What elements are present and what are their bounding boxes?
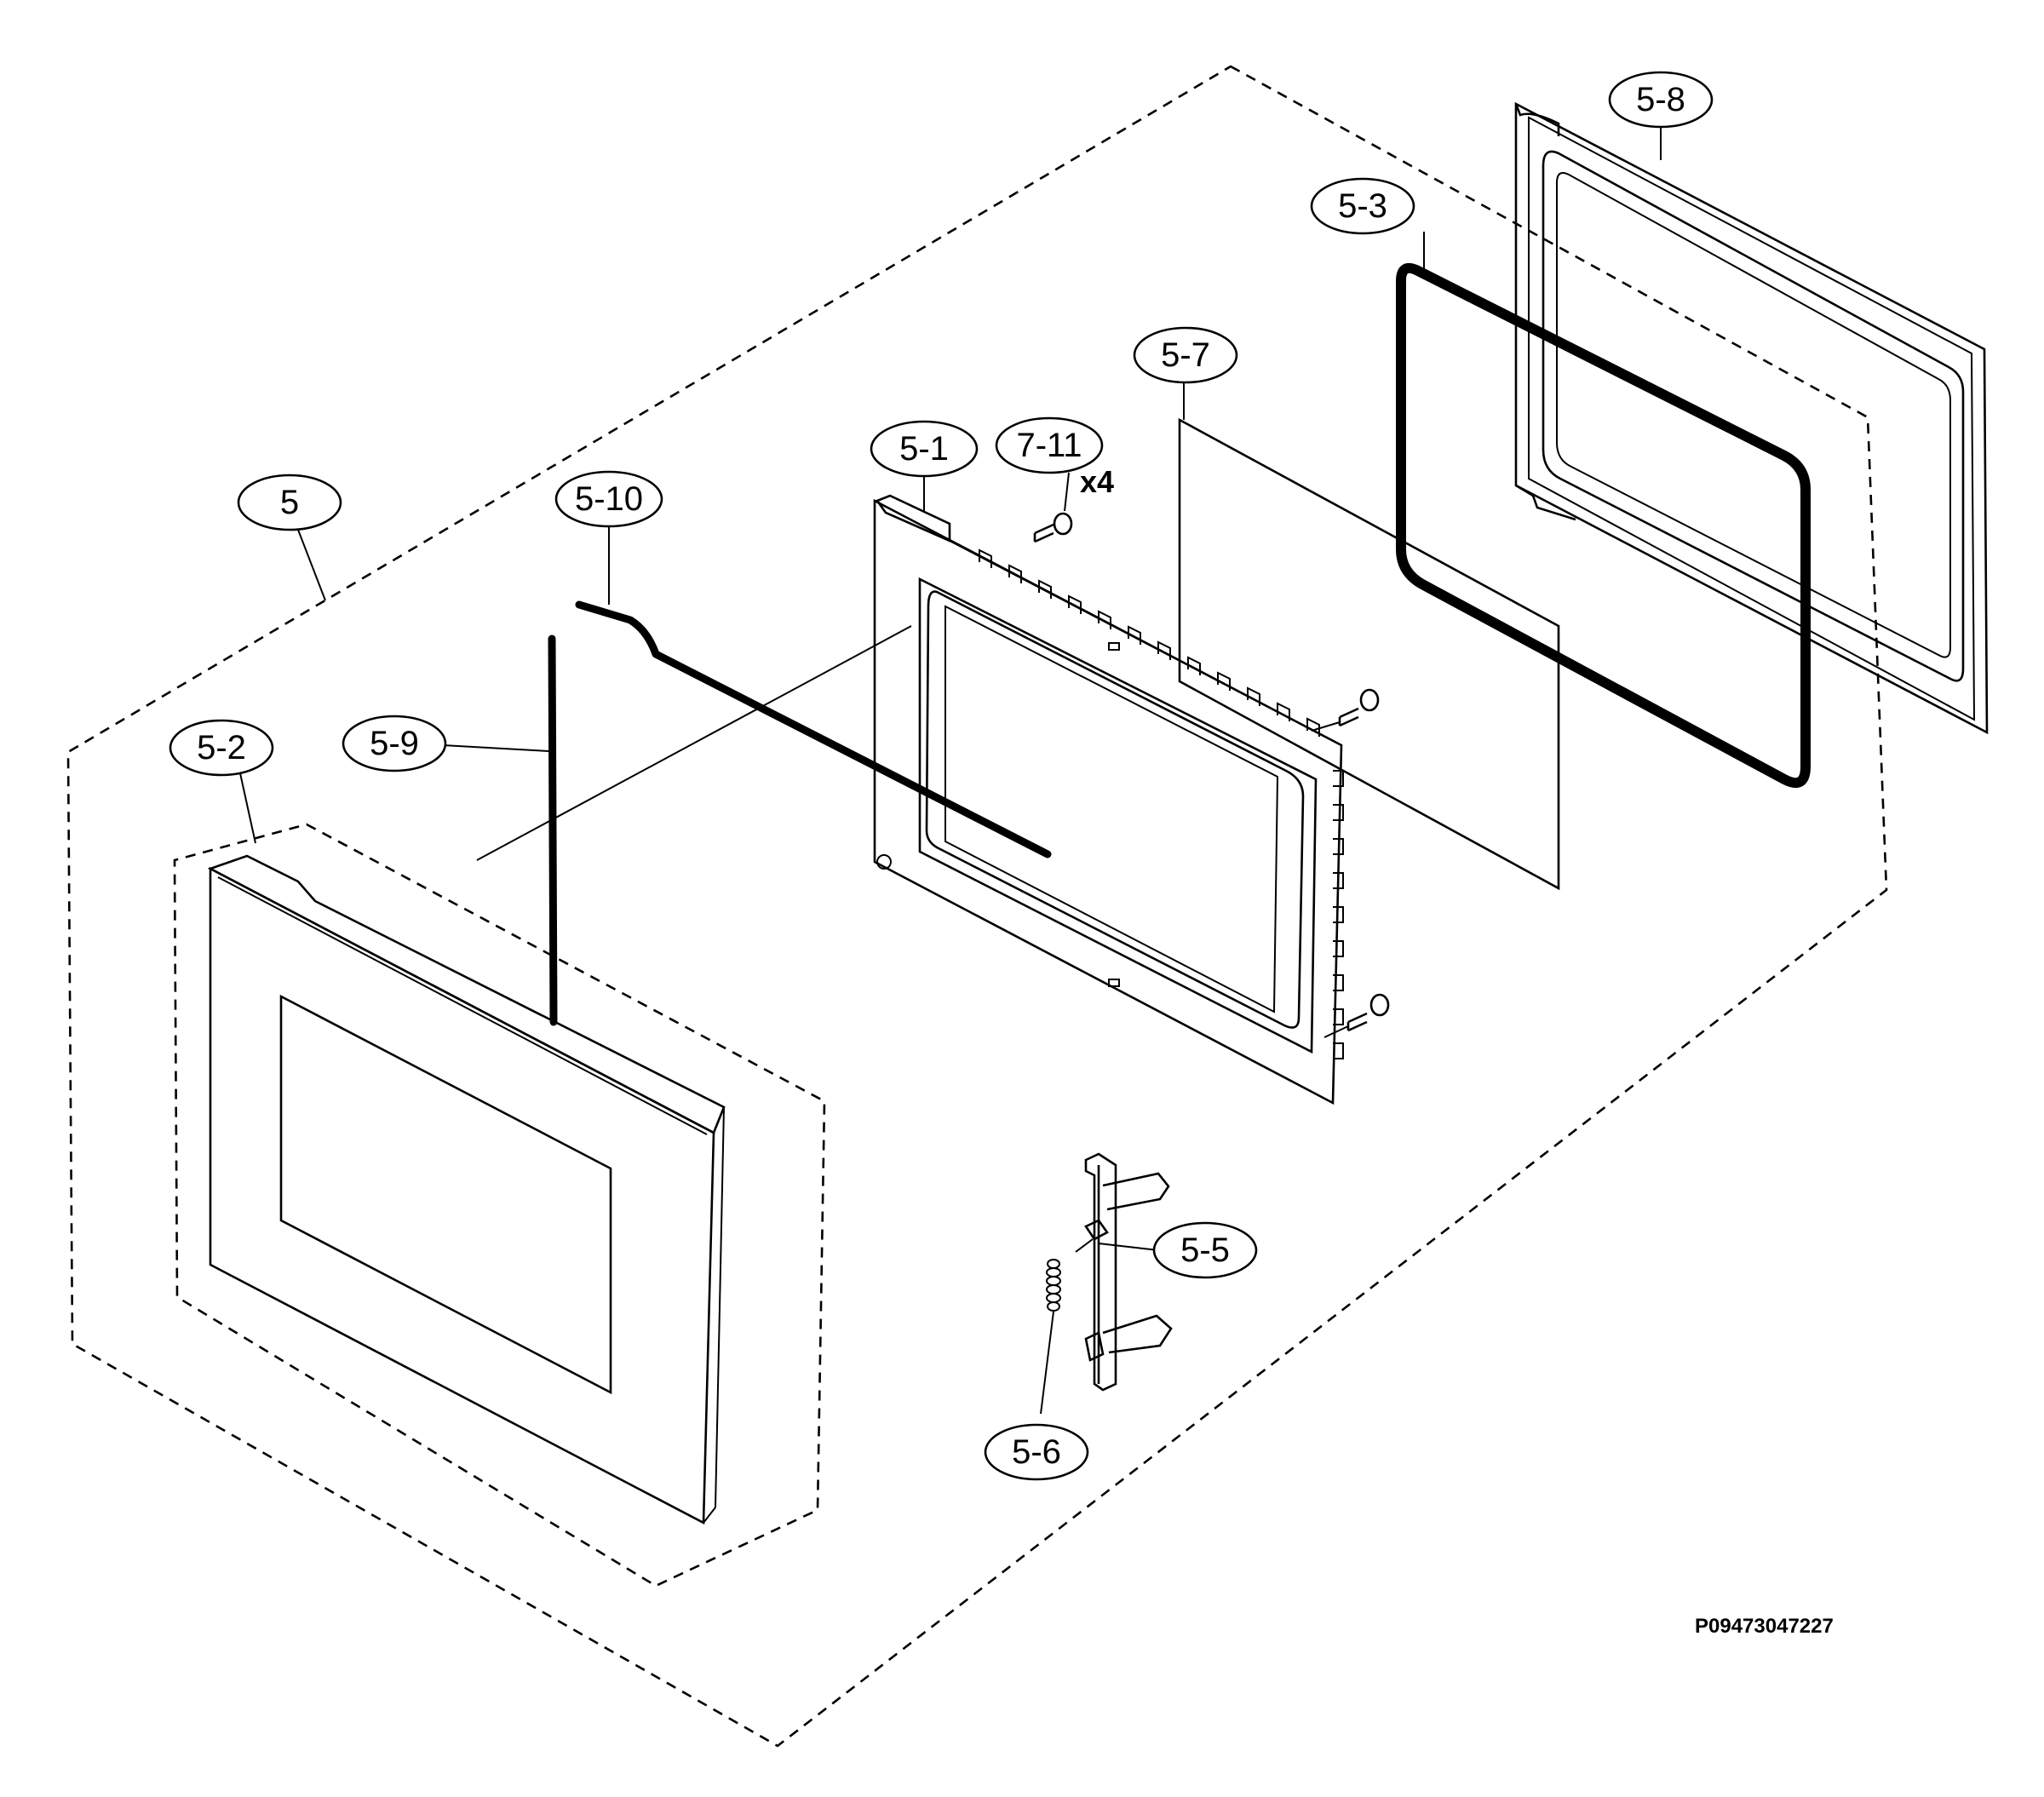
svg-text:5-1: 5-1 (899, 430, 949, 468)
callout-5: 5 (237, 474, 342, 531)
callout-5-10: 5-10 (554, 470, 663, 528)
door-seal-5-3 (1396, 263, 1811, 788)
assembly-5-boundary (66, 65, 1888, 1748)
assembly-guide-line (476, 625, 912, 861)
callout-5-2: 5-2 (169, 719, 274, 777)
callout-5-8: 5-8 (1608, 71, 1714, 129)
svg-text:7-11: 7-11 (1016, 427, 1082, 464)
screw-7-11-bottom (1346, 993, 1390, 1032)
door-chassis-5-1 (873, 494, 1344, 1105)
svg-text:5-8: 5-8 (1636, 81, 1685, 118)
callout-5-9: 5-9 (342, 715, 447, 772)
svg-text:5-5: 5-5 (1180, 1231, 1230, 1269)
callout-5-3: 5-3 (1310, 177, 1415, 235)
strip-5-9 (548, 634, 558, 1026)
subassembly-5-2-boundary (173, 823, 826, 1587)
door-glass-5-7 (1178, 417, 1560, 891)
strip-5-10 (575, 600, 1052, 858)
svg-text:5-3: 5-3 (1338, 187, 1387, 225)
callout-5-6: 5-6 (984, 1423, 1089, 1481)
leader-lines (239, 123, 1662, 1415)
spring-5-6 (1046, 1238, 1094, 1312)
screw-7-11-top (1033, 512, 1073, 543)
svg-text:5: 5 (280, 484, 299, 521)
callout-5-1: 5-1 (870, 420, 979, 478)
drawing-code: P09473047227 (1695, 1615, 1834, 1638)
inner-panel-5-8 (1514, 101, 1989, 735)
callout-7-11: 7-11 (995, 416, 1104, 474)
svg-text:5-9: 5-9 (370, 725, 419, 762)
screw-7-11-mid (1338, 688, 1380, 727)
svg-text:5-7: 5-7 (1161, 336, 1210, 374)
callout-5-5: 5-5 (1152, 1221, 1258, 1279)
quantity-note: x4 (1080, 464, 1114, 499)
svg-text:5-6: 5-6 (1012, 1433, 1061, 1471)
door-outer-frame-5-2 (207, 854, 726, 1525)
callout-5-7: 5-7 (1133, 326, 1238, 384)
latch-5-5 (1084, 1152, 1173, 1392)
svg-text:5-2: 5-2 (197, 729, 246, 766)
svg-text:5-10: 5-10 (575, 480, 643, 518)
